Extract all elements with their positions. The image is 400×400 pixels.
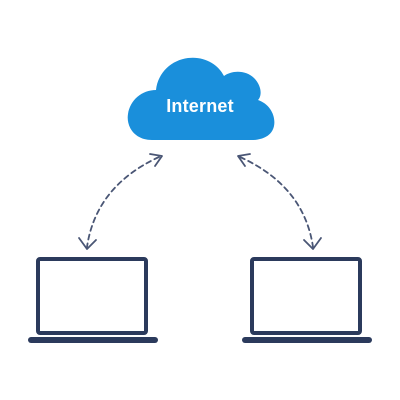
cloud-label: Internet — [166, 96, 234, 116]
arrowhead-right-bottom — [303, 237, 322, 250]
laptop-left — [28, 257, 158, 343]
arrowhead-left-top — [149, 153, 163, 167]
laptop-right-base — [242, 337, 372, 343]
laptop-left-screen — [36, 257, 148, 335]
connector-left-line — [86, 156, 160, 248]
connector-right-line — [239, 156, 314, 248]
cloud-icon — [127, 57, 275, 141]
arrowhead-left-bottom — [78, 237, 97, 250]
arrowhead-right-top — [237, 153, 251, 167]
laptop-right-screen — [250, 257, 362, 335]
laptop-right — [242, 257, 372, 343]
connector-left — [78, 153, 163, 250]
cloud-shape — [127, 57, 275, 141]
laptop-left-base — [28, 337, 158, 343]
connector-right — [237, 153, 322, 250]
